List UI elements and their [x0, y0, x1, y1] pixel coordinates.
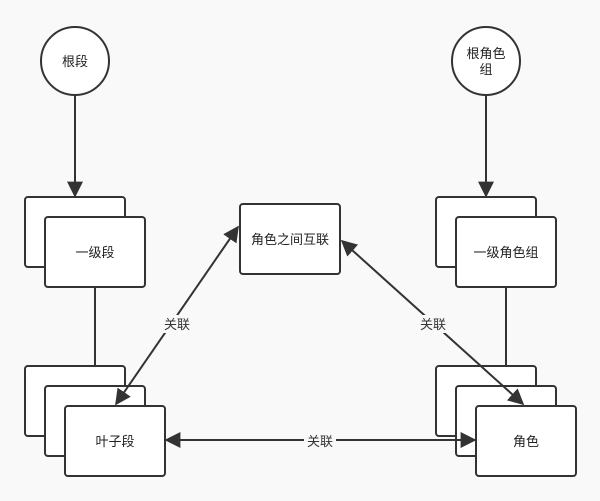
root-role-group-label-line1: 根角色: [466, 46, 505, 62]
right-label-bg: [417, 315, 449, 333]
root-segment-node: 根段: [40, 26, 110, 96]
root-role-group-label-line2: 组: [479, 63, 492, 78]
first-level-role-group-label: 一级角色组: [473, 245, 538, 261]
first-level-segment-label: 一级段: [75, 246, 114, 261]
edge-label-left: 关联: [164, 318, 190, 333]
first-level-role-group-stack: 一级角色组: [435, 196, 557, 288]
first-level-segment-stack: 一级段: [24, 196, 146, 288]
root-segment-label: 根段: [62, 55, 88, 70]
role-stack: 角色: [435, 365, 577, 477]
root-role-group-node: 根角色 组: [451, 26, 521, 96]
edge-label-bottom: 关联: [307, 435, 333, 450]
edge-label-right: 关联: [420, 318, 446, 333]
leaf-segment-label: 叶子段: [95, 435, 134, 450]
role-interconnect-label: 角色之间互联: [251, 232, 329, 248]
left-label-bg: [161, 315, 193, 333]
role-interconnect-node: 角色之间互联: [239, 203, 341, 275]
bottom-label-bg: [304, 432, 336, 450]
leaf-segment-stack: 叶子段: [24, 365, 166, 477]
role-label: 角色: [513, 434, 539, 450]
